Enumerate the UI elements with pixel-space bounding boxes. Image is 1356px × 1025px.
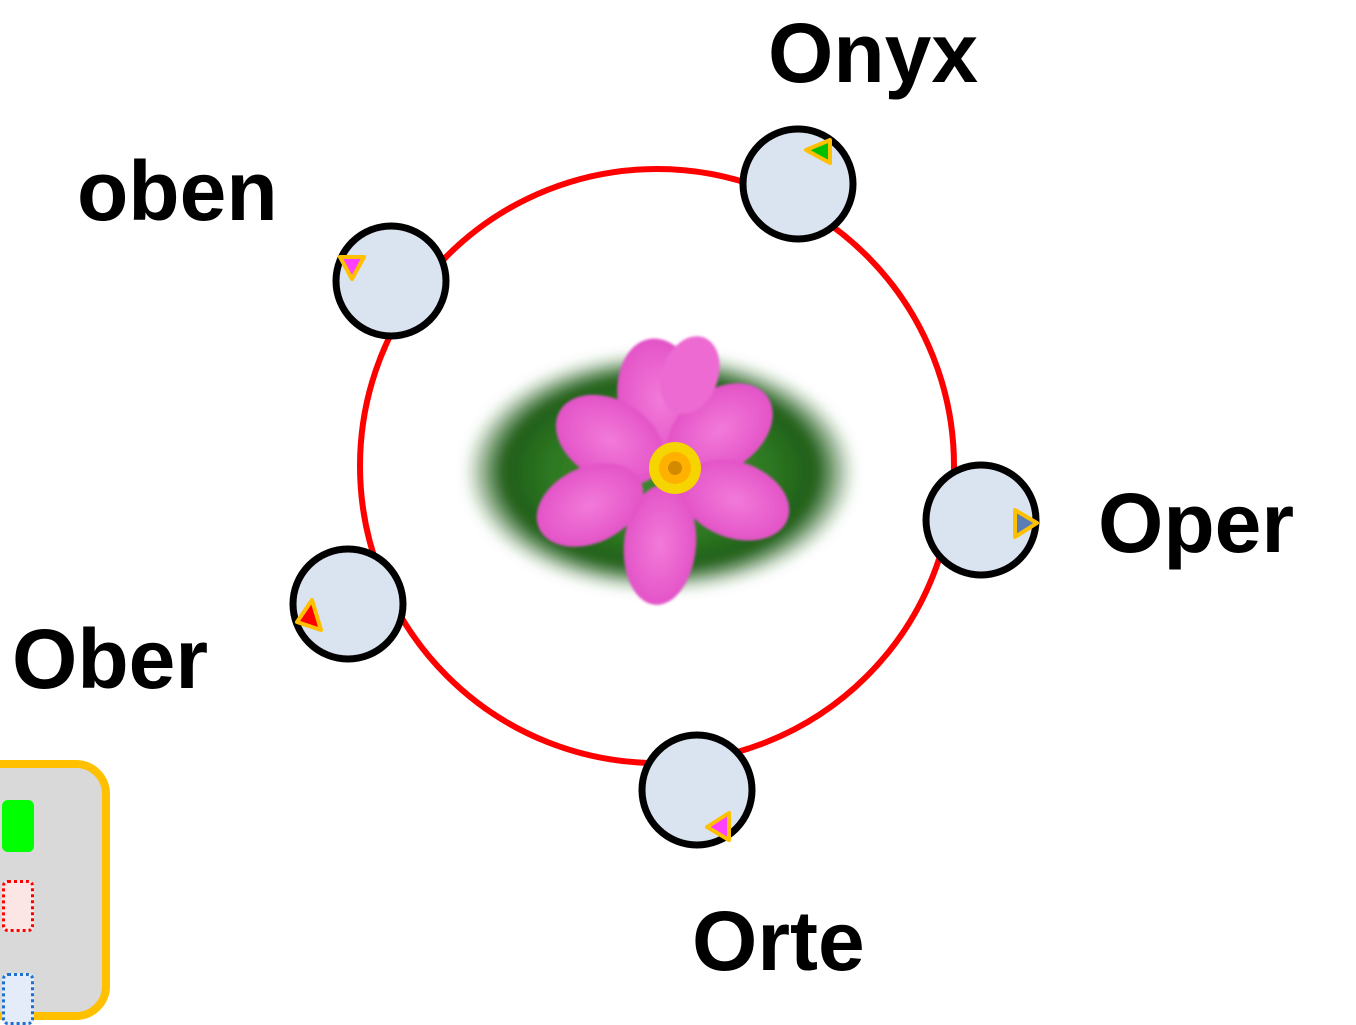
word-oben: oben bbox=[77, 144, 278, 238]
node-oper bbox=[922, 461, 1040, 579]
triangle-marker-ober bbox=[295, 598, 323, 632]
triangle-marker-oben bbox=[338, 255, 366, 281]
word-ober: Ober bbox=[12, 612, 208, 706]
word-ring-diagram: Onyx oben Oper Ober Orte bbox=[12, 6, 1294, 981]
triangle-marker-oper bbox=[1013, 508, 1039, 539]
word-oper: Oper bbox=[1098, 476, 1294, 570]
legend-swatch-green bbox=[2, 800, 34, 852]
triangle-marker-orte bbox=[705, 811, 731, 842]
node-orte bbox=[638, 731, 756, 849]
triangle-marker-onyx bbox=[804, 138, 832, 165]
flower-image bbox=[465, 336, 855, 605]
legend-panel bbox=[0, 760, 110, 1025]
node-ober bbox=[289, 545, 407, 663]
legend-swatch-dotted-red bbox=[2, 880, 34, 932]
node-onyx bbox=[739, 125, 857, 243]
word-orte: Orte bbox=[692, 894, 865, 981]
node-oben bbox=[332, 222, 450, 340]
word-onyx: Onyx bbox=[768, 6, 978, 100]
